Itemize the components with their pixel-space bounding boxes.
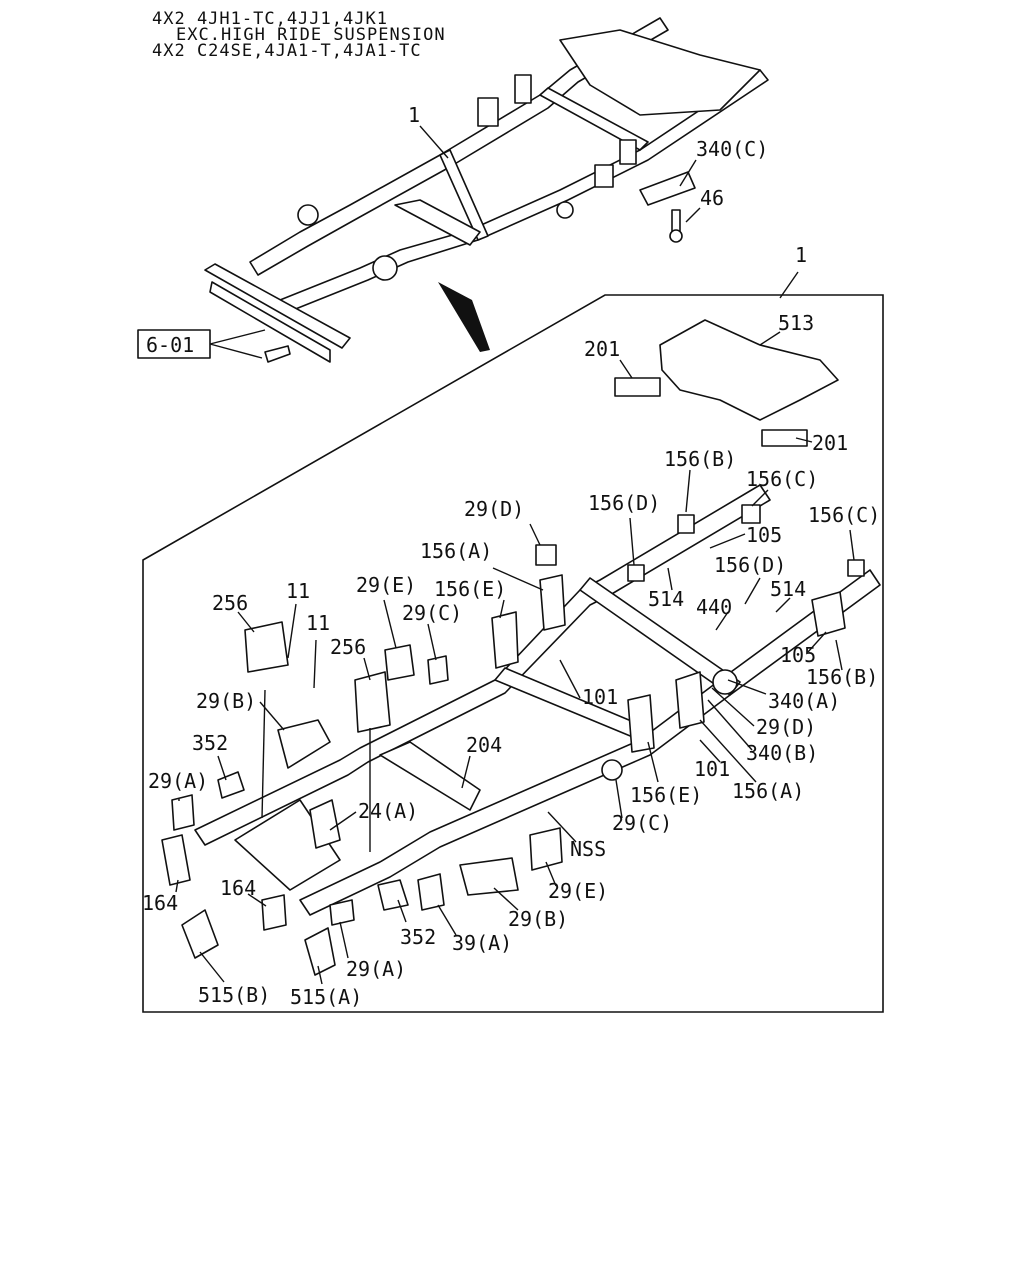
callout-label: 340(A) [768,689,840,713]
callout-label: 29(B) [508,907,568,931]
callout-label: 204 [466,733,502,757]
callout-label: 29(E) [548,879,608,903]
callout-label: 340(B) [746,741,818,765]
callout-label: 352 [192,731,228,755]
callout-label: 156(D) [714,553,786,577]
callout-label: 29(C) [402,601,462,625]
callout-label: 29(D) [464,497,524,521]
callout-label: 11 [306,611,330,635]
callout-label: 156(A) [420,539,492,563]
callout-label: 515(B) [198,983,270,1007]
callout-label: 340(C) [696,137,768,161]
callout-label: NSS [570,837,606,861]
callout-label: 164 [142,891,178,915]
header-line-2: EXC.HIGH RIDE SUSPENSION [176,25,446,45]
detail-box [142,294,884,1013]
ref-box-label[interactable]: 6-01 [146,333,194,357]
callout-label: 515(A) [290,985,362,1009]
callout-label: 46 [700,186,724,210]
callout-label: 24(A) [358,799,418,823]
callout-label: 101 [694,757,730,781]
callout-label: 39(A) [452,931,512,955]
callout-label: 105 [746,523,782,547]
callout-label: 156(B) [806,665,878,689]
callout-labels: 1 340(C) 46 1 513 201 201 156(B) 156(C) … [142,103,880,1009]
callout-label: 156(C) [746,467,818,491]
callout-label: 29(E) [356,573,416,597]
callout-label: 513 [778,311,814,335]
callout-label: 440 [696,595,732,619]
callout-label: 29(A) [346,957,406,981]
callout-label: 156(B) [664,447,736,471]
callout-label: 156(E) [630,783,702,807]
callout-label: 29(D) [756,715,816,739]
detail-frame [161,319,881,976]
callout-label: 156(A) [732,779,804,803]
callout-label: 101 [582,685,618,709]
callout-label: 1 [408,103,420,127]
callout-label: 256 [212,591,248,615]
callout-label: 352 [400,925,436,949]
callout-label: 29(A) [148,769,208,793]
leader-lines [175,125,855,985]
header-line-1: 4X2 4JH1-TC,4JJ1,4JK1 [152,9,388,29]
callout-label: 1 [795,243,807,267]
callout-label: 514 [770,577,806,601]
callout-label: 164 [220,876,256,900]
callout-label: 201 [584,337,620,361]
callout-label: 29(C) [612,811,672,835]
callout-label: 11 [286,579,310,603]
callout-label: 256 [330,635,366,659]
ref-box[interactable] [137,329,211,359]
callout-label: 156(D) [588,491,660,515]
callout-label: 514 [648,587,684,611]
header-line-3: 4X2 C24SE,4JA1-T,4JA1-TC [152,41,422,61]
callout-label: 156(C) [808,503,880,527]
overview-frame [204,17,769,363]
callout-label: 105 [780,643,816,667]
callout-label: 29(B) [196,689,256,713]
callout-label: 156(E) [434,577,506,601]
callout-label: 201 [812,431,848,455]
